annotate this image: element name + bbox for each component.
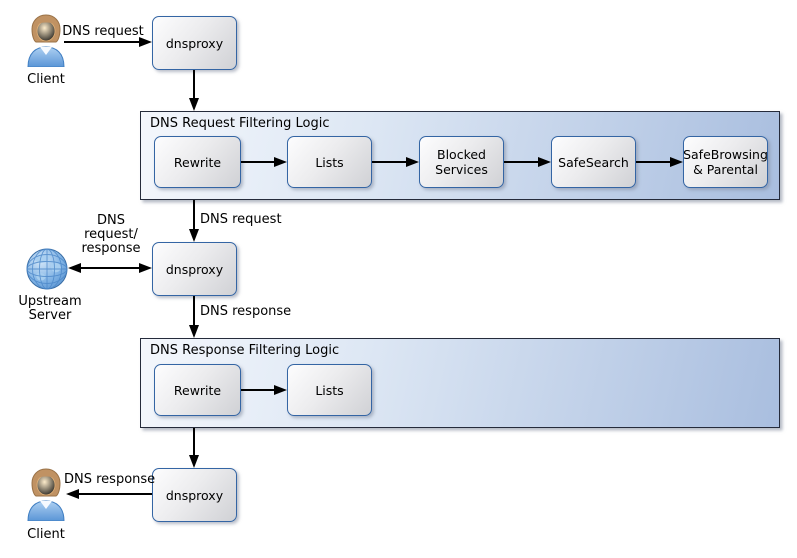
arrow-upstream-head-left xyxy=(68,263,81,273)
arrow-blocked-safesearch-line xyxy=(504,161,538,163)
step-lists-request: Lists xyxy=(287,136,372,188)
step-rewrite-request: Rewrite xyxy=(154,136,241,188)
edge-label-response-to-filter: DNS response xyxy=(200,304,292,319)
arrow-rewrite-lists-response-line xyxy=(241,389,274,391)
step-safesearch: SafeSearch xyxy=(551,136,636,188)
arrow-respfilter-to-proxy-head xyxy=(189,455,199,468)
edge-label-client-request: DNS request xyxy=(62,24,144,39)
step-rewrite-response-label: Rewrite xyxy=(173,382,222,398)
node-dnsproxy-bottom: dnsproxy xyxy=(152,468,237,522)
arrow-client-to-proxy-line xyxy=(64,41,139,43)
client-bottom-label: Client xyxy=(27,527,65,542)
person-icon xyxy=(27,468,65,521)
node-dnsproxy-top: dnsproxy xyxy=(152,16,237,70)
step-blocked-services: Blocked Services xyxy=(419,136,504,188)
arrow-reqfilter-to-proxy-line xyxy=(193,200,195,229)
node-dnsproxy-top-label: dnsproxy xyxy=(165,35,224,51)
person-icon xyxy=(27,14,65,67)
arrow-rewrite-lists-response-head xyxy=(274,385,287,395)
arrow-proxy-to-reqfilter-line xyxy=(193,70,195,98)
step-lists-request-label: Lists xyxy=(315,154,344,170)
arrow-rewrite-lists-line xyxy=(241,161,274,163)
step-rewrite-response: Rewrite xyxy=(154,364,241,416)
arrow-lists-blocked-head xyxy=(406,157,419,167)
arrow-proxy-to-reqfilter-head xyxy=(189,98,199,111)
arrow-respfilter-to-proxy-line xyxy=(193,428,195,455)
upstream-server-label: Upstream Server xyxy=(18,294,82,324)
arrow-blocked-safesearch-head xyxy=(538,157,551,167)
arrow-proxy-to-client-line xyxy=(79,493,152,495)
edge-label-filter-request: DNS request xyxy=(200,212,282,227)
arrow-rewrite-lists-head xyxy=(274,157,287,167)
group-request-filter-title: DNS Request Filtering Logic xyxy=(150,116,330,131)
arrow-reqfilter-to-proxy-head xyxy=(189,229,199,242)
step-blocked-services-label: Blocked Services xyxy=(435,147,488,177)
group-request-filter: DNS Request Filtering Logic Rewrite List… xyxy=(140,111,780,200)
arrow-client-to-proxy-head xyxy=(139,37,152,47)
group-response-filter: DNS Response Filtering Logic Rewrite Lis… xyxy=(140,338,780,428)
step-safebrowsing-parental-label: SafeBrowsing & Parental xyxy=(683,147,768,177)
globe-icon xyxy=(26,248,68,290)
arrow-proxy-to-respfilter-head xyxy=(189,325,199,338)
arrow-upstream-line xyxy=(81,267,139,269)
edge-label-upstream: DNS request/ response xyxy=(81,213,141,256)
node-dnsproxy-middle-label: dnsproxy xyxy=(165,261,224,277)
step-lists-response: Lists xyxy=(287,364,372,416)
group-response-filter-title: DNS Response Filtering Logic xyxy=(150,343,340,358)
arrow-proxy-to-client-head xyxy=(66,489,79,499)
step-safebrowsing-parental: SafeBrowsing & Parental xyxy=(683,136,768,188)
edge-label-response-to-client: DNS response xyxy=(64,472,156,487)
arrow-upstream-head-right xyxy=(139,263,152,273)
step-lists-response-label: Lists xyxy=(315,382,344,398)
arrow-safesearch-safebrowsing-line xyxy=(636,161,670,163)
step-safesearch-label: SafeSearch xyxy=(558,154,629,170)
client-top-label: Client xyxy=(27,72,65,87)
step-rewrite-request-label: Rewrite xyxy=(173,154,222,170)
node-dnsproxy-bottom-label: dnsproxy xyxy=(165,487,224,503)
arrow-safesearch-safebrowsing-head xyxy=(670,157,683,167)
node-dnsproxy-middle: dnsproxy xyxy=(152,242,237,296)
arrow-lists-blocked-line xyxy=(372,161,406,163)
arrow-proxy-to-respfilter-line xyxy=(193,296,195,325)
